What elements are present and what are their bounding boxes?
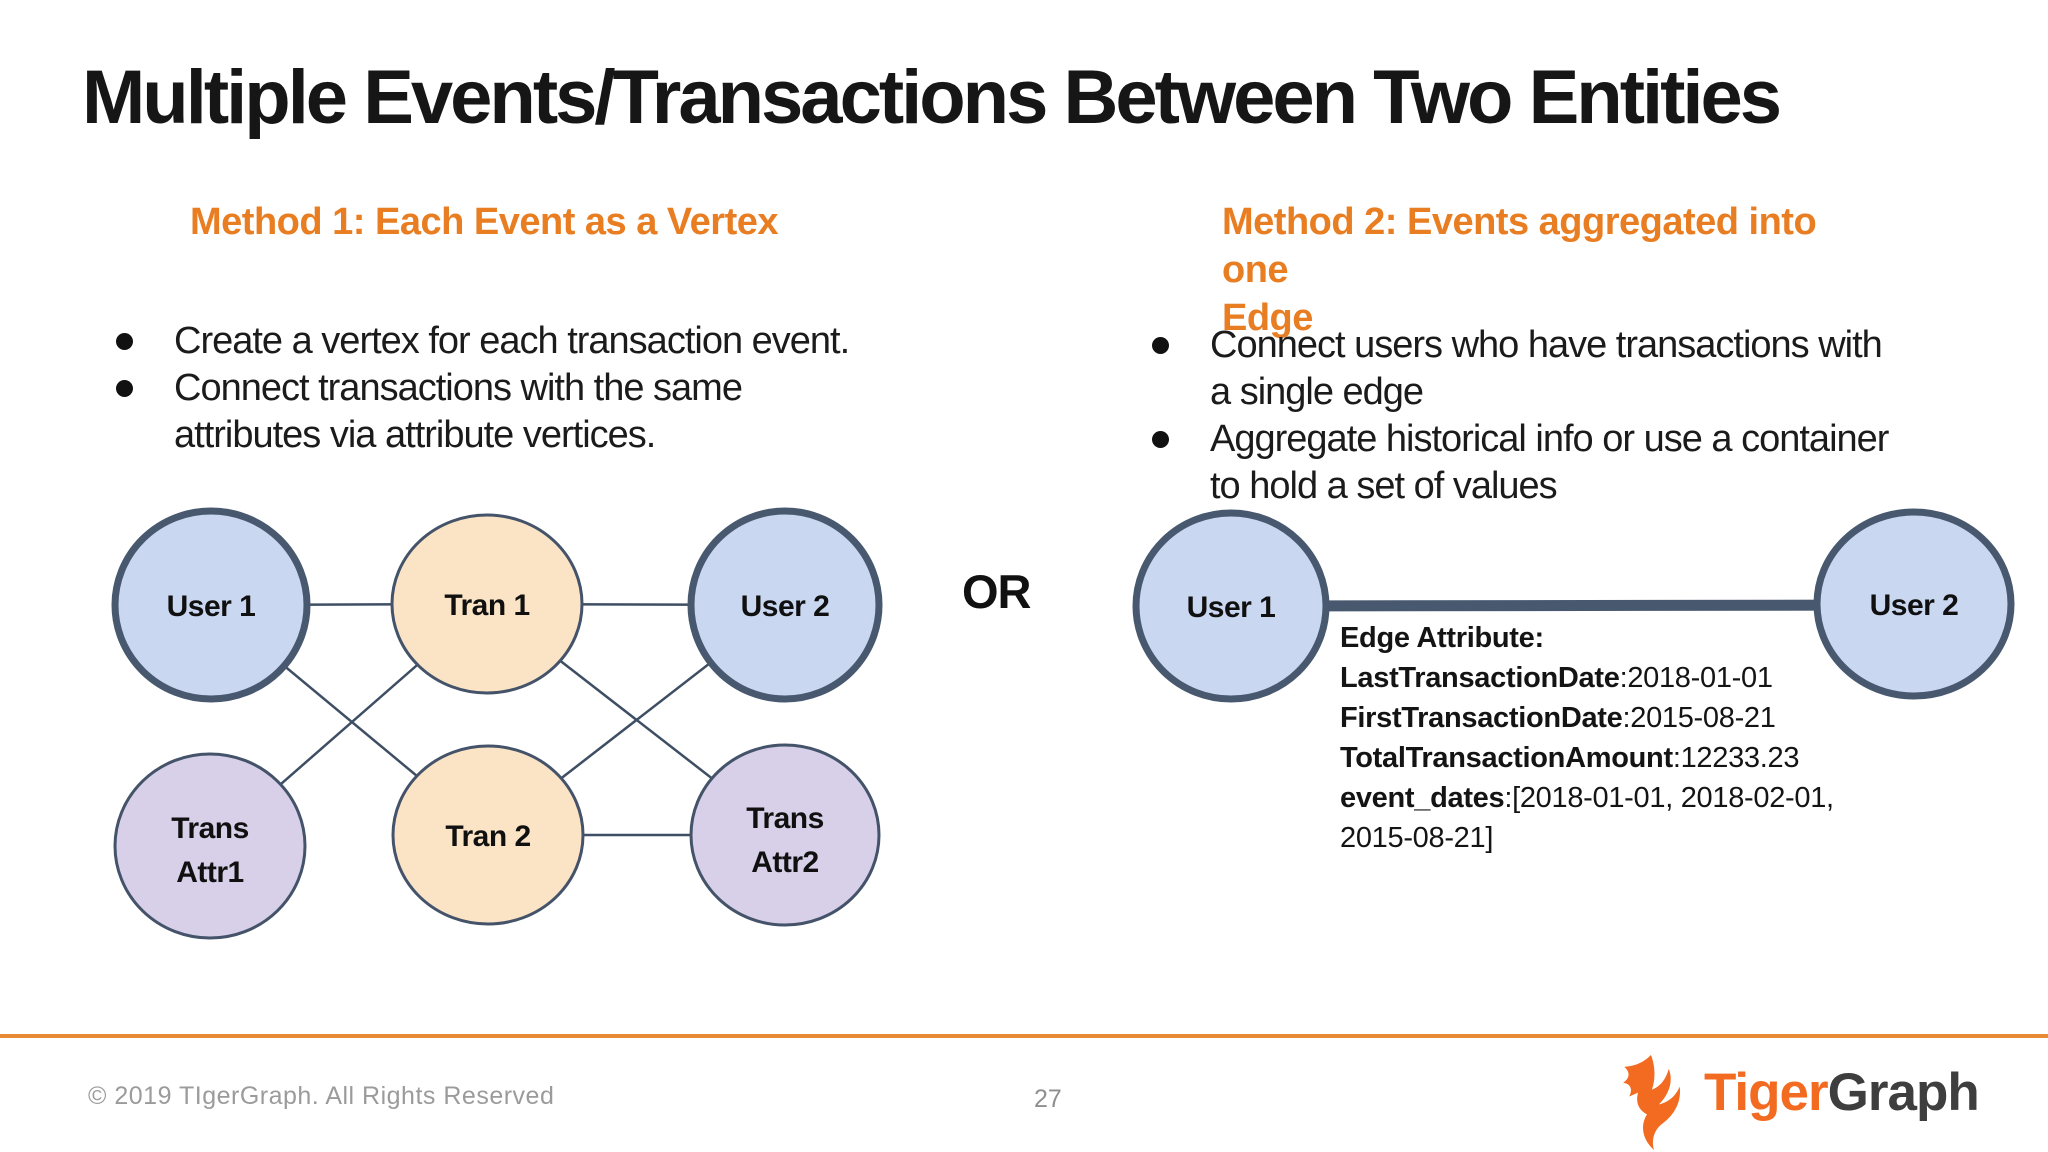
bullet-dot xyxy=(116,333,133,350)
bullet-line: to hold a set of values xyxy=(1210,465,1558,507)
bullet-line: Connect transactions with the same xyxy=(174,367,743,409)
bullet-dot xyxy=(1152,337,1169,354)
edge-attribute-row: event_dates:[2018-01-01, 2018-02-01, xyxy=(1340,782,1834,814)
bullet-dot xyxy=(116,380,133,397)
bullet-item: Aggregate historical info or use a conta… xyxy=(1152,416,2032,510)
node-label: User 2 xyxy=(1870,589,1959,622)
method2-heading: Method 2: Events aggregated into one Edg… xyxy=(1222,198,1882,342)
node-label: Tran 2 xyxy=(445,820,530,853)
bullet-line: Connect users who have transactions with xyxy=(1210,324,1883,366)
bullet-item: Connect users who have transactions with… xyxy=(1152,322,2032,416)
node-label: Tran 1 xyxy=(444,589,529,622)
edge-attribute-row: TotalTransactionAmount:12233.23 xyxy=(1340,742,1800,774)
node-tran1 xyxy=(390,513,584,695)
logo-word-tiger: Tiger xyxy=(1704,1063,1829,1122)
node-trans-attr1 xyxy=(113,752,307,940)
node-label: Trans xyxy=(746,802,824,835)
bullet-dot xyxy=(1152,431,1169,448)
edge-attributes: Edge Attribute: LastTransactionDate:2018… xyxy=(1340,618,1900,858)
logo-word-graph: Graph xyxy=(1827,1063,1980,1122)
or-label: OR xyxy=(962,565,1031,618)
edge-attributes-title: Edge Attribute: xyxy=(1340,622,1544,654)
node-label: Trans xyxy=(171,812,249,845)
bullet-item: Create a vertex for each transaction eve… xyxy=(116,318,1016,365)
node-user1 xyxy=(1132,509,1330,703)
node-tran2 xyxy=(391,744,585,926)
copyright-text: © 2019 TIgerGraph. All Rights Reserved xyxy=(88,1082,555,1110)
footer-divider xyxy=(0,1034,2048,1038)
node-user1 xyxy=(111,507,311,703)
node-label: User 2 xyxy=(741,590,830,623)
node-label: User 1 xyxy=(1187,591,1276,624)
method1-bullet-list: Create a vertex for each transaction eve… xyxy=(116,318,1016,459)
tiger-icon-path xyxy=(1623,1054,1681,1151)
edge-attribute-row: LastTransactionDate:2018-01-01 xyxy=(1340,662,1773,694)
node-trans-attr2 xyxy=(689,743,881,927)
tiger-icon xyxy=(1623,1054,1681,1151)
node-label: Attr2 xyxy=(751,846,819,879)
bullet-line: attributes via attribute vertices. xyxy=(174,414,656,456)
bullet-line: Aggregate historical info or use a conta… xyxy=(1210,418,1889,460)
method2-diagram: User 1 User 2 xyxy=(1132,508,2015,703)
logo-wordmark: TigerGraph xyxy=(1704,1062,1980,1123)
method1-diagram: User 1 Tran 1 User 2 Trans Attr1 Tran 2 … xyxy=(111,507,883,940)
node-label: User 1 xyxy=(167,590,256,623)
method1-heading: Method 1: Each Event as a Vertex xyxy=(190,201,779,243)
node-user2 xyxy=(687,507,883,703)
bullet-line: Create a vertex for each transaction eve… xyxy=(174,320,850,362)
edge-attribute-continuation: 2015-08-21] xyxy=(1340,822,1494,854)
method2-heading-line1: Method 2: Events aggregated into one xyxy=(1222,201,1817,291)
bullet-item: Connect transactions with the same attri… xyxy=(116,365,1016,459)
node-label: Attr1 xyxy=(176,856,244,889)
tigergraph-logo: TigerGraph xyxy=(1596,1050,2016,1151)
bullet-line: a single edge xyxy=(1210,371,1424,413)
method2-heading-line2: Edge xyxy=(1222,297,1313,339)
edge-user1-user2-thick xyxy=(1230,599,1915,612)
slide-title: Multiple Events/Transactions Between Two… xyxy=(82,55,1782,140)
edge-attribute-row: FirstTransactionDate:2015-08-21 xyxy=(1340,702,1776,734)
page-number: 27 xyxy=(1034,1085,1062,1113)
node-user2 xyxy=(1813,508,2015,700)
method2-bullet-list: Connect users who have transactions with… xyxy=(1152,322,2032,510)
